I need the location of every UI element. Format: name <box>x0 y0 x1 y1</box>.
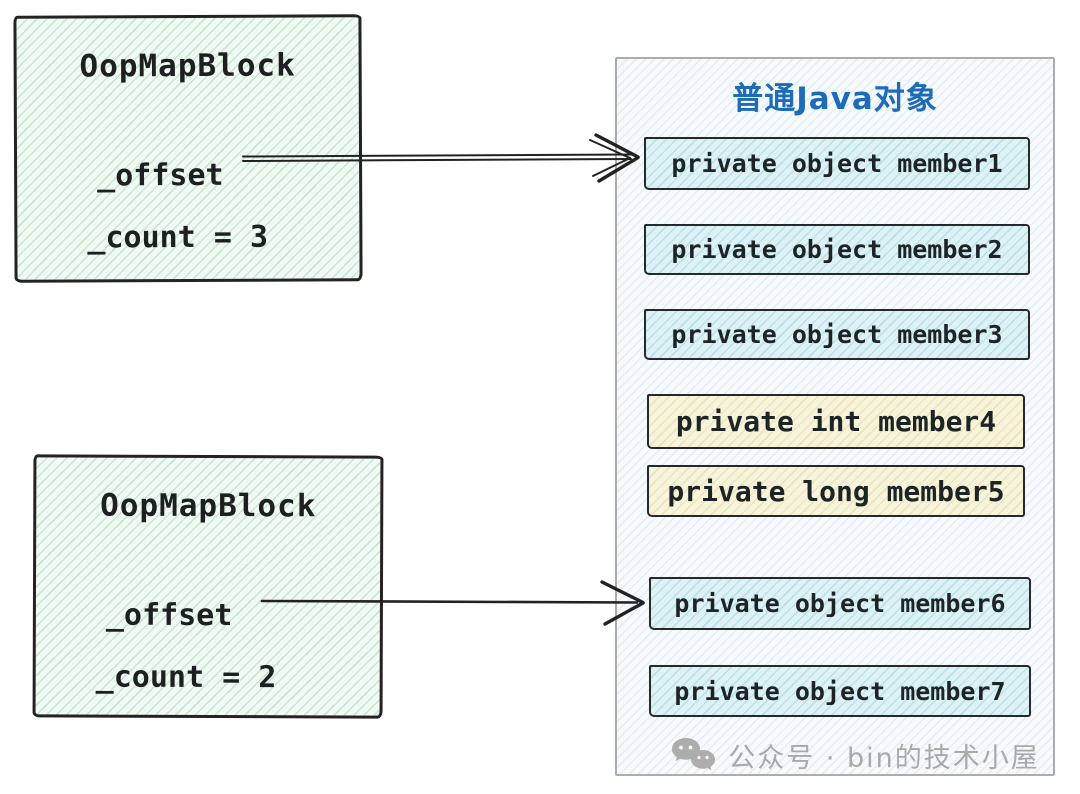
oopmap-block-2: OopMapBlock _offset _count = 2 <box>32 454 384 719</box>
member-row-4: private int member4 <box>647 394 1025 449</box>
member-row-1: private object member1 <box>644 137 1030 190</box>
java-object-panel: 普通Java对象 private object member1 private … <box>615 57 1055 776</box>
oopmap-block-2-offset-field: _offset <box>105 597 233 634</box>
oopmap-block-2-title: OopMapBlock <box>100 487 317 525</box>
oopmap-block-1-offset-field: _offset <box>97 157 224 194</box>
oopmap-block-2-count-field: _count = 2 <box>95 659 277 696</box>
wechat-icon <box>672 738 716 770</box>
member-row-2: private object member2 <box>644 224 1030 275</box>
watermark-text: 公众号 · bin的技术小屋 <box>728 742 1040 774</box>
member-row-3: private object member3 <box>644 309 1030 360</box>
oopmap-block-1: OopMapBlock _offset _count = 3 <box>13 14 363 283</box>
member-row-6: private object member6 <box>649 577 1031 630</box>
oopmap-block-1-count-field: _count = 3 <box>87 219 269 256</box>
member-row-7: private object member7 <box>649 665 1031 717</box>
oopmap-block-1-title: OopMapBlock <box>79 47 296 85</box>
watermark: 公众号 · bin的技术小屋 <box>657 735 1053 775</box>
member-row-5: private long member5 <box>647 465 1025 517</box>
java-object-panel-title: 普通Java对象 <box>732 81 938 117</box>
